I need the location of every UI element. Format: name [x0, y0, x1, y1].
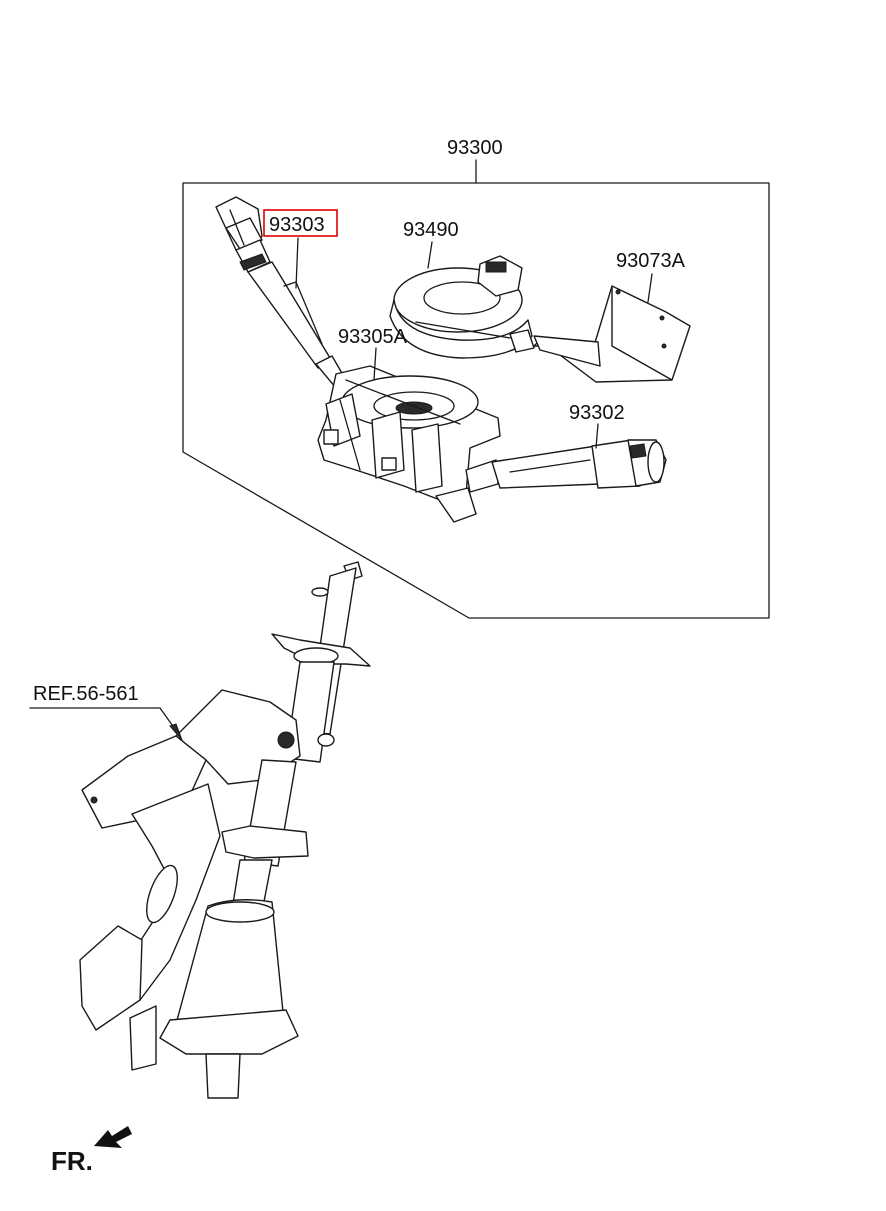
label-93300[interactable]: 93300	[447, 137, 503, 159]
steering-column	[79, 561, 371, 1099]
label-93490[interactable]: 93490	[403, 219, 459, 241]
assembly-frame	[182, 159, 770, 619]
leader-lines	[29, 237, 653, 741]
highlight-box	[263, 209, 338, 237]
label-93305a[interactable]: 93305A	[338, 326, 408, 348]
arrow-down-left-icon	[94, 1126, 132, 1148]
bracket-plate[interactable]	[533, 285, 691, 383]
wiper-lever[interactable]	[465, 439, 667, 493]
label-ref-56-561[interactable]: REF.56-561	[33, 683, 139, 705]
label-93302[interactable]: 93302	[569, 402, 625, 424]
clock-spring[interactable]	[389, 255, 535, 359]
turn-signal-lever[interactable]	[215, 196, 347, 389]
label-93303[interactable]: 93303	[269, 214, 325, 236]
switch-body[interactable]	[317, 365, 501, 523]
front-label: FR.	[51, 1146, 93, 1176]
front-direction-indicator: FR.	[51, 1126, 132, 1176]
label-93073a[interactable]: 93073A	[616, 250, 686, 272]
